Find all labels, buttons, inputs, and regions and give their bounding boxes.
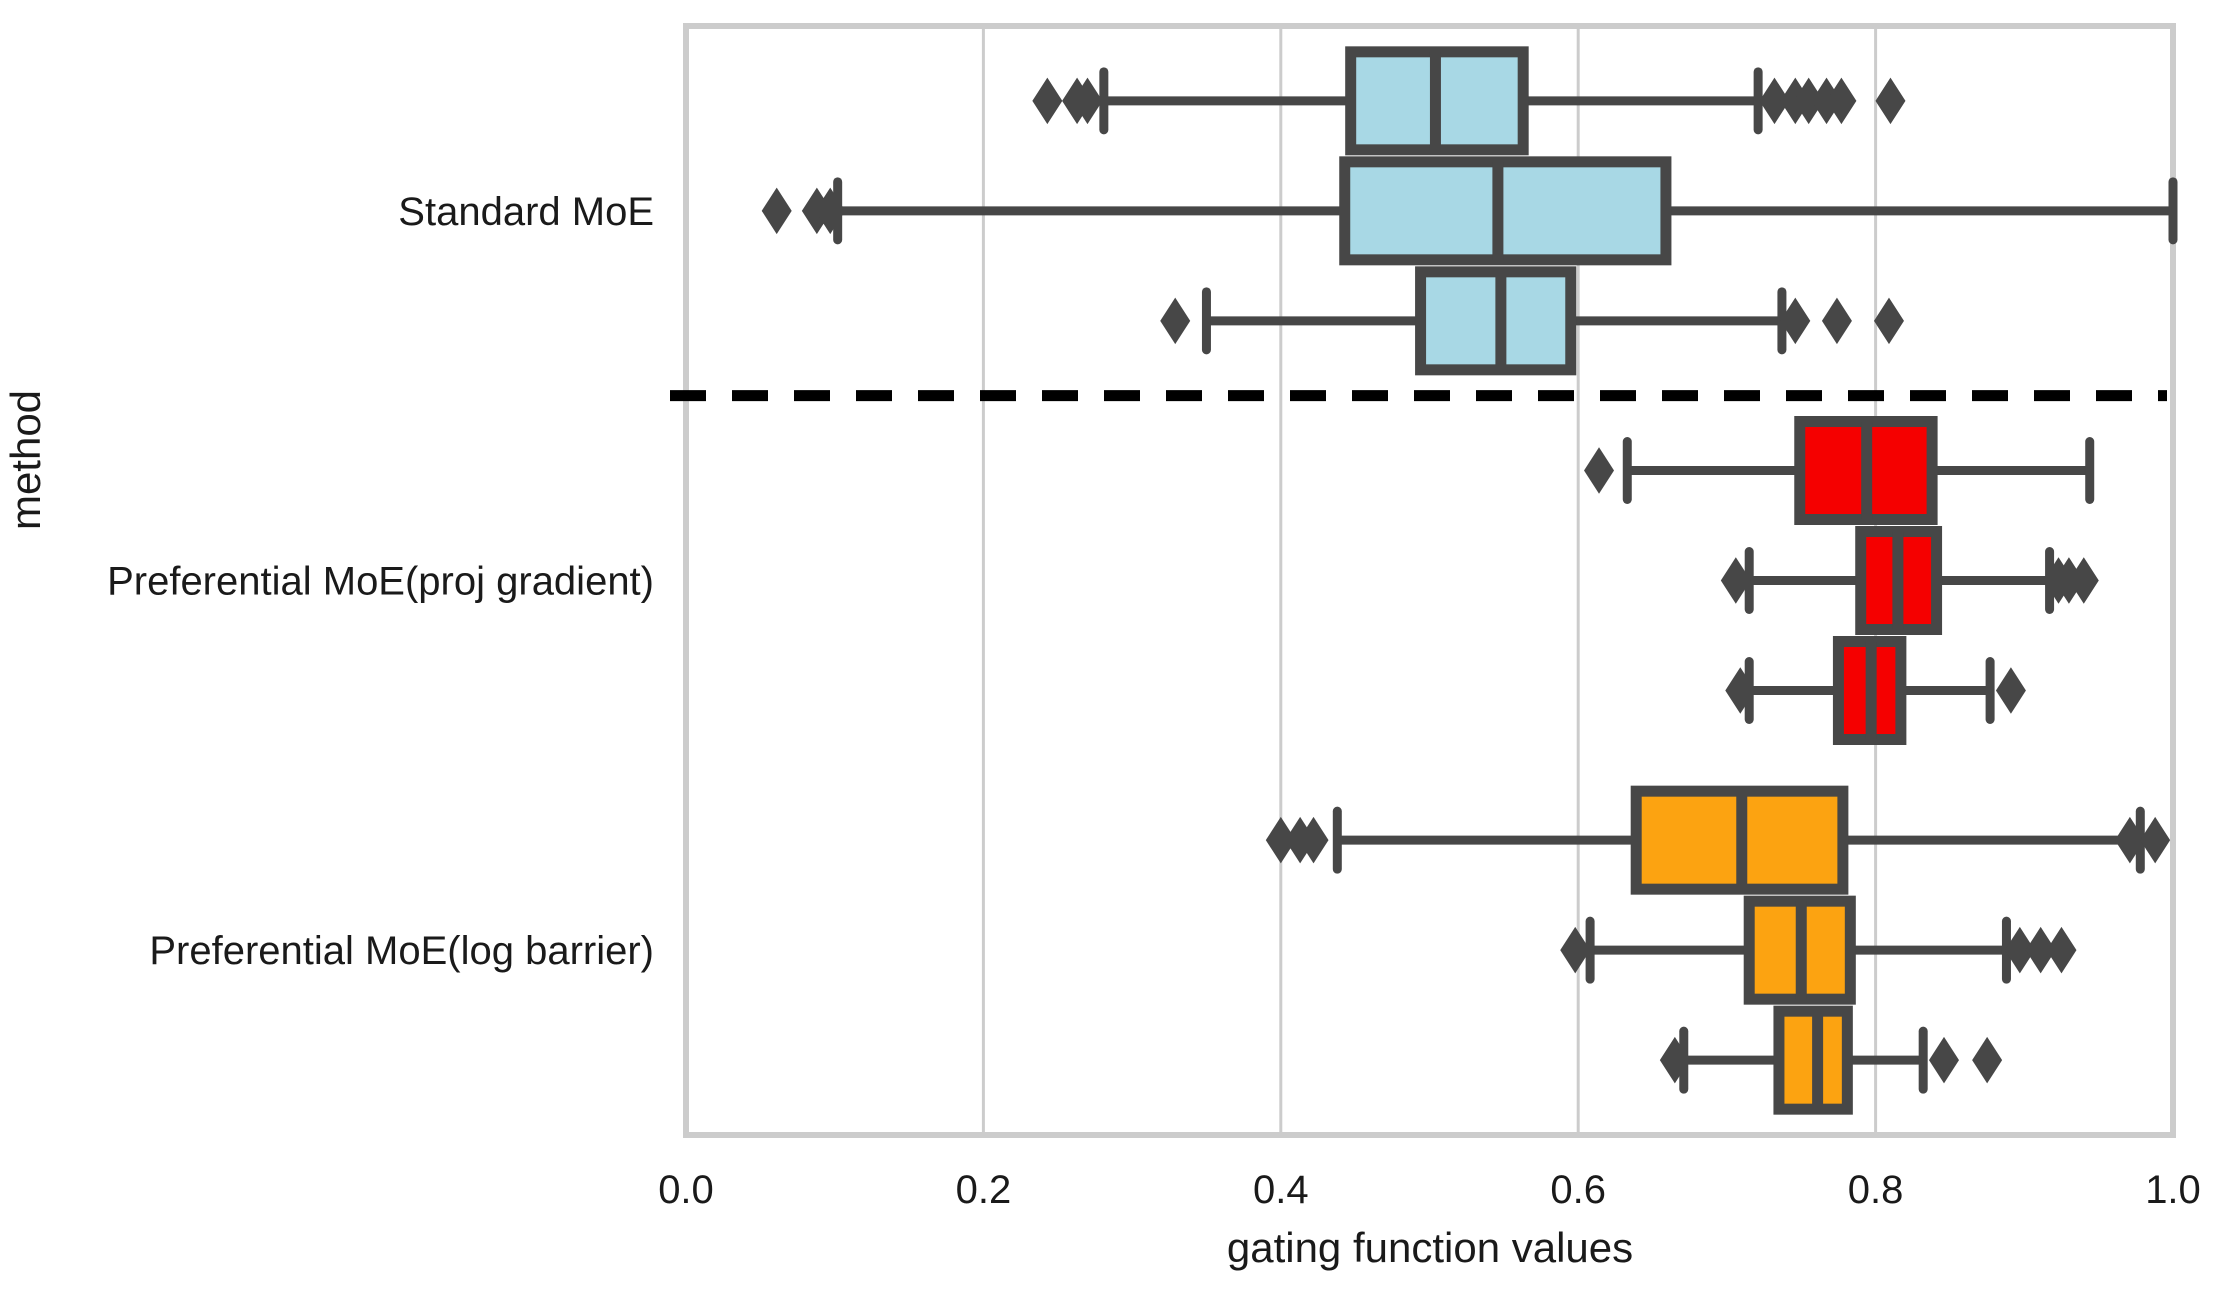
flier-1 xyxy=(761,187,792,235)
boxplot-1-1 xyxy=(1032,46,1906,156)
y-category-label-3: Preferential MoE(log barrier) xyxy=(149,929,654,973)
flier-1 xyxy=(1265,816,1296,864)
box-group-2 xyxy=(1584,416,2099,745)
flier-4 xyxy=(2068,557,2099,604)
flier-1 xyxy=(1720,557,1751,604)
flier-3 xyxy=(1298,816,1329,864)
plot-border xyxy=(683,23,2176,1138)
x-tick-label-4: 0.8 xyxy=(1848,1168,1904,1212)
x-tick-label-0: 0.0 xyxy=(658,1168,714,1212)
axes-frame xyxy=(683,23,2176,1138)
flier-2 xyxy=(1780,297,1811,345)
boxplot-3-3 xyxy=(1659,1005,2003,1115)
flier-1 xyxy=(1584,447,1615,494)
box-group-1 xyxy=(761,46,2178,376)
flier-3 xyxy=(2025,926,2056,974)
flier-4 xyxy=(2114,816,2145,864)
x-tick-label-1: 0.2 xyxy=(956,1168,1012,1212)
flier-2 xyxy=(1995,667,2026,714)
flier-3 xyxy=(1972,1036,2003,1084)
flier-1 xyxy=(1560,926,1591,974)
y-category-label-2: Preferential MoE(proj gradient) xyxy=(107,560,654,604)
boxplot-2-2 xyxy=(1720,526,2099,635)
flier-5 xyxy=(2140,816,2171,864)
flier-6 xyxy=(1793,77,1824,125)
box-iqr xyxy=(1339,156,1672,266)
flier-1 xyxy=(1659,1036,1690,1084)
x-tick-label-2: 0.4 xyxy=(1253,1168,1309,1212)
box-group-3 xyxy=(1265,785,2171,1115)
flier-3 xyxy=(1072,77,1103,125)
flier-3 xyxy=(1821,297,1852,345)
flier-4 xyxy=(1873,297,1904,345)
x-axis-tick-labels: 0.0 0.2 0.4 0.6 0.8 1.0 xyxy=(658,1168,2201,1212)
y-category-label-1: Standard MoE xyxy=(398,190,654,234)
flier-4 xyxy=(1759,77,1790,125)
flier-1 xyxy=(1725,667,1756,714)
flier-2 xyxy=(1929,1036,1960,1084)
y-axis-title: method xyxy=(2,390,49,530)
y-axis-category-labels: Standard MoE Preferential MoE(proj gradie… xyxy=(107,190,654,973)
flier-2 xyxy=(2004,926,2035,974)
x-axis-title: gating function values xyxy=(1227,1224,1633,1271)
boxplot-1-3 xyxy=(1160,266,1904,376)
boxplot-3-2 xyxy=(1560,895,2077,1005)
boxes-layer xyxy=(761,46,2178,1115)
flier-1 xyxy=(1032,77,1063,125)
boxplot-1-2 xyxy=(761,156,2178,266)
boxplot-2-3 xyxy=(1725,636,2026,745)
boxplot-2-1 xyxy=(1584,416,2095,525)
x-tick-label-5: 1.0 xyxy=(2145,1168,2201,1212)
x-tick-label-3: 0.6 xyxy=(1550,1168,1606,1212)
flier-4 xyxy=(2046,926,2077,974)
flier-8 xyxy=(1826,77,1857,125)
flier-1 xyxy=(1160,297,1191,345)
boxplot-3-1 xyxy=(1265,785,2171,895)
flier-3 xyxy=(815,187,846,235)
flier-9 xyxy=(1875,77,1906,125)
